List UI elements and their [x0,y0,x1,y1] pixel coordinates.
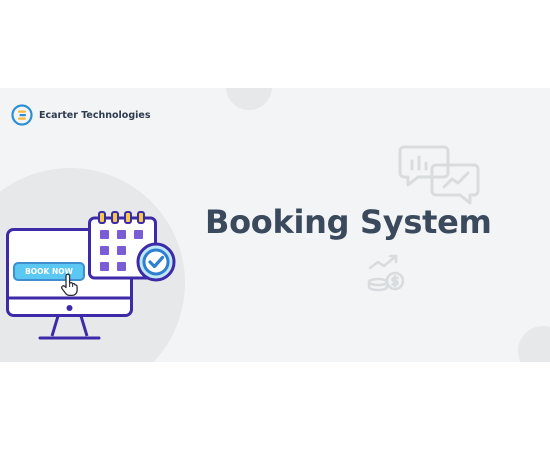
ecarter-logo-icon [11,104,33,126]
brand: Ecarter Technologies [11,104,150,126]
decor-circle-top [226,88,272,110]
hand-cursor-icon [61,273,78,297]
decor-circle-bottom-right [518,326,550,362]
checkmark-badge-icon [136,242,176,282]
money-growth-icon [367,254,405,292]
chat-chart-icon [398,145,480,205]
page-title: Booking System [205,203,492,241]
brand-name: Ecarter Technologies [39,109,151,121]
